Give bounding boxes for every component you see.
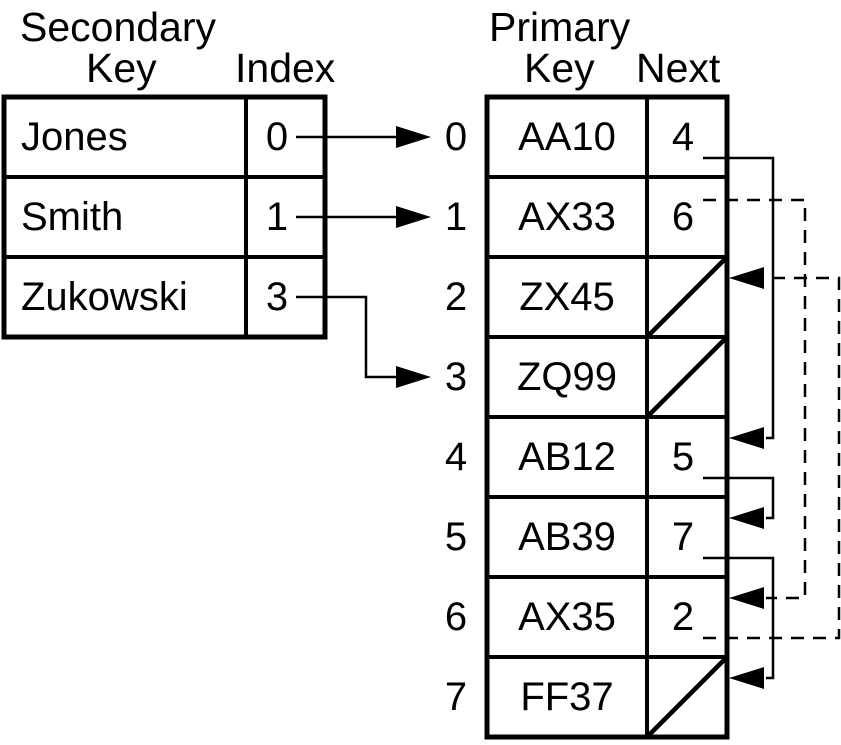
- primary-key-cell: ZX45: [519, 275, 615, 319]
- next-link-6-2-dashed: [703, 276, 841, 640]
- arrowhead-into-row-6: [729, 587, 764, 609]
- arrowhead-into-row-5: [729, 507, 764, 529]
- secondary-key-cell: Jones: [21, 115, 128, 159]
- slot-label: 3: [444, 355, 468, 399]
- secondary-key-cell: Zukowski: [21, 275, 188, 319]
- primary-next-cell: [647, 675, 719, 719]
- arrowhead-into-slot-0: [396, 126, 431, 148]
- null-pointer-slash-row-3: [645, 335, 729, 419]
- arrowhead-into-slot-3: [396, 366, 431, 388]
- secondary-index-header: Index: [235, 45, 336, 91]
- secondary-index-cell: 1: [265, 195, 289, 239]
- primary-key-cell: AX33: [518, 195, 616, 239]
- secondary-key-cell: Smith: [21, 195, 124, 239]
- slot-label: 2: [444, 275, 468, 319]
- primary-table-title: Primary: [489, 4, 631, 50]
- slot-label: 7: [444, 675, 468, 719]
- secondary-key-header: Key: [86, 45, 157, 91]
- primary-next-cell: 4: [671, 115, 695, 159]
- next-link-1-6-dashed: [703, 198, 807, 600]
- next-link-0-4-solid: [703, 156, 775, 440]
- primary-key-cell: ZQ99: [516, 355, 618, 399]
- primary-next-cell: [647, 275, 719, 319]
- arrowhead-into-row-2: [729, 267, 764, 289]
- null-pointer-slash-row-2: [645, 255, 729, 339]
- next-link-5-7-solid: [703, 556, 775, 680]
- slot-label: 0: [444, 115, 468, 159]
- secondary-index-cell: 0: [265, 115, 289, 159]
- primary-key-header: Key: [524, 45, 595, 91]
- primary-key-cell: AB12: [518, 435, 616, 479]
- primary-key-cell: AA10: [518, 115, 616, 159]
- secondary-table-title: Secondary: [20, 4, 217, 50]
- slot-label: 4: [444, 435, 468, 479]
- slot-label: 1: [444, 195, 468, 239]
- arrowhead-into-row-7: [729, 667, 764, 689]
- null-pointer-slash-row-7: [645, 655, 729, 739]
- primary-next-cell: 5: [671, 435, 695, 479]
- primary-next-cell: 7: [671, 515, 695, 559]
- secondary-index-cell: 3: [265, 275, 289, 319]
- slot-label: 6: [444, 595, 468, 639]
- primary-next-cell: 2: [671, 595, 695, 639]
- primary-key-cell: AB39: [518, 515, 616, 559]
- primary-next-header: Next: [636, 45, 721, 91]
- primary-key-cell: AX35: [518, 595, 616, 639]
- slot-label: 5: [444, 515, 468, 559]
- primary-next-cell: 6: [671, 195, 695, 239]
- arrowhead-into-row-4: [729, 427, 764, 449]
- primary-next-cell: [647, 355, 719, 399]
- arrowhead-into-slot-1: [396, 206, 431, 228]
- next-link-4-5-solid: [703, 476, 775, 520]
- primary-key-cell: FF37: [520, 675, 614, 719]
- index-arrow-zukowski-to-slot-3: [296, 295, 398, 379]
